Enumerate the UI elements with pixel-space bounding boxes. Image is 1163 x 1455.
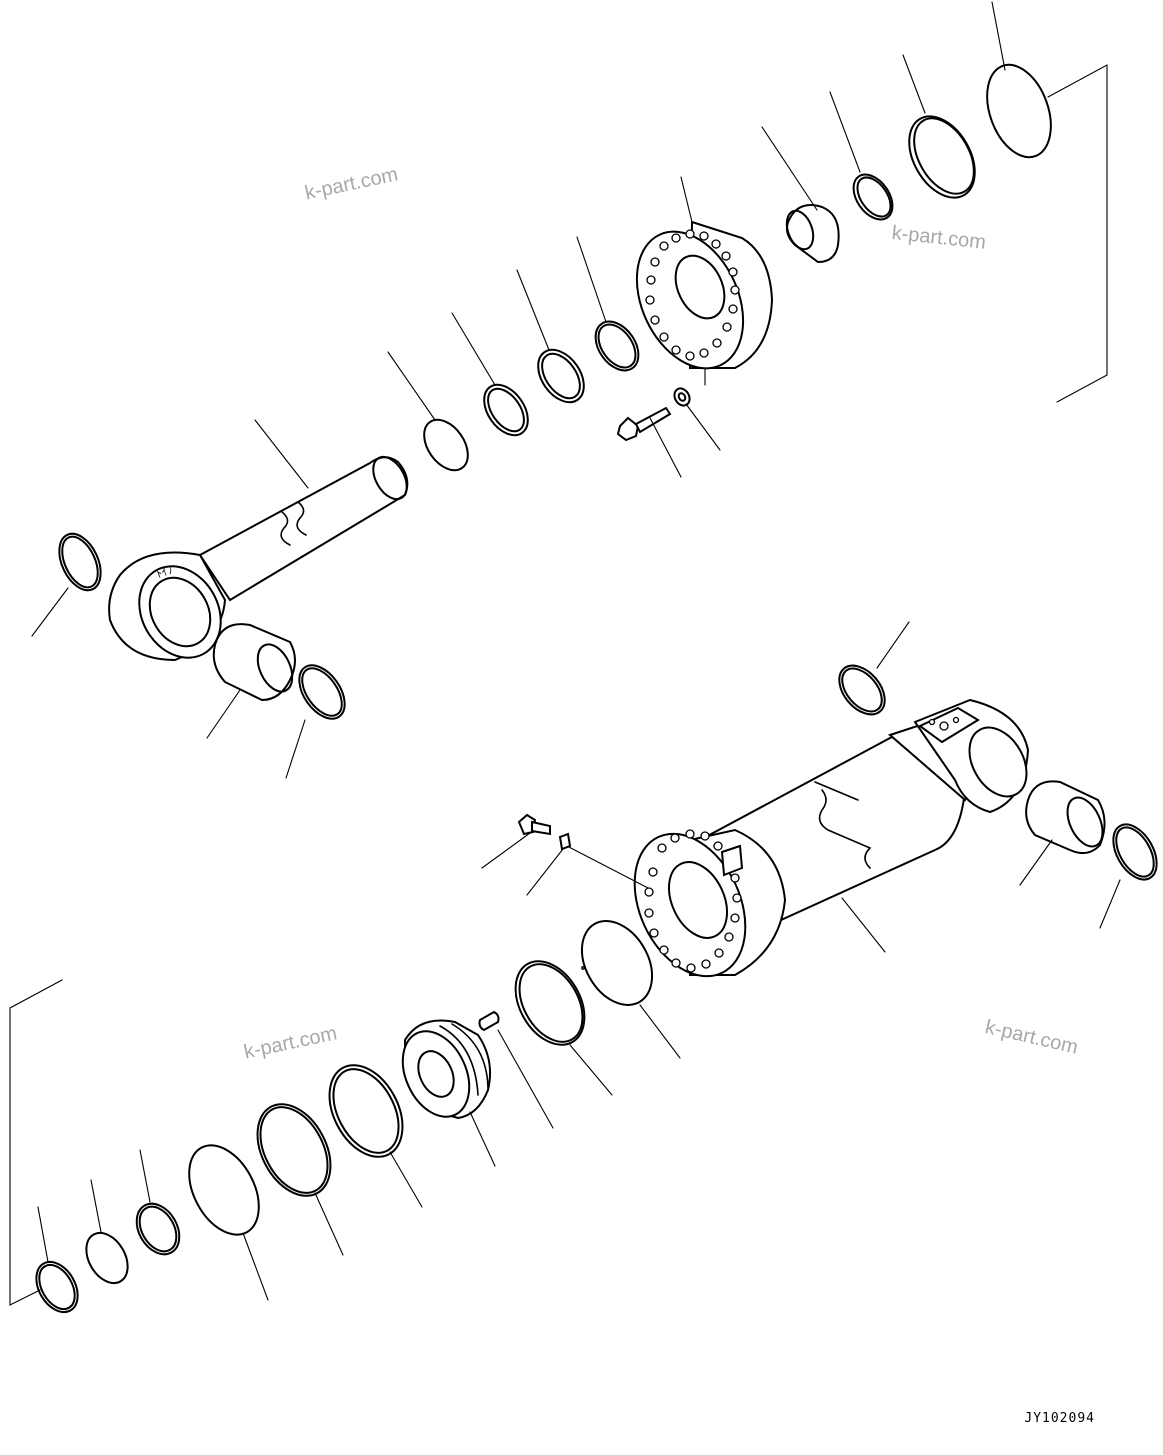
piston-ring-small [135, 1149, 181, 1256]
piston [401, 1019, 496, 1167]
piston-seal-3 [188, 1144, 269, 1301]
rod-eye-bushing [206, 623, 296, 739]
upper-oring-large [986, 1, 1052, 159]
cylinder-head [635, 176, 774, 370]
upper-group-bracket [1047, 64, 1108, 403]
drawing-code: JY102094 [1024, 1411, 1095, 1426]
rod-marking: ﾄｲﾌ [155, 563, 175, 581]
bottom-snap-ring-right [1099, 823, 1158, 929]
upper-snap-ring [829, 91, 894, 221]
piston-seal-2 [256, 1103, 344, 1256]
grease-fitting-bolt [481, 813, 551, 869]
head-bolt [616, 406, 682, 478]
piston-seal-1 [328, 1064, 423, 1208]
piston-rod [198, 419, 409, 602]
reference-dot [581, 966, 585, 970]
head-washer [673, 387, 721, 451]
head-seal-3 [451, 312, 529, 437]
rod-eye: ﾄｲﾌ [108, 551, 227, 662]
head-seal-4 [387, 351, 469, 472]
tube-backup-ring [514, 960, 613, 1096]
upper-bushing [761, 126, 840, 264]
bottom-bushing [1019, 780, 1106, 886]
head-bolt-holes [645, 229, 740, 361]
rod-eye-snap-ring-2 [285, 664, 346, 779]
upper-backup-ring [902, 54, 976, 199]
small-plate [526, 832, 572, 896]
tube-head-flange [564, 828, 787, 978]
rod-eye-snap-ring [31, 532, 102, 637]
piston-snap-ring [35, 1206, 79, 1314]
bottom-snap-ring-top [838, 621, 910, 716]
tube-bottom-eye [913, 698, 1030, 814]
head-seal-2 [516, 269, 585, 404]
wear-ring [85, 1179, 129, 1285]
lower-group-bracket [9, 979, 63, 1306]
set-screw [478, 1010, 554, 1129]
tube-oring [580, 920, 681, 1059]
head-seal-1 [576, 236, 640, 372]
